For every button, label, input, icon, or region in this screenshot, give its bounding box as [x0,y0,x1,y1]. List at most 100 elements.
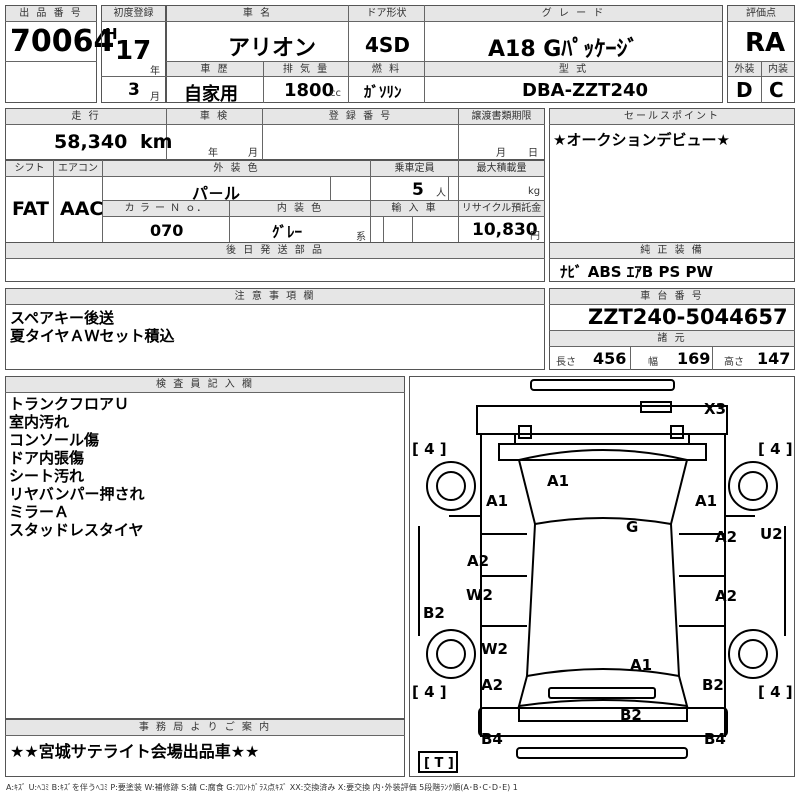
door-label: ドア形状 [349,6,424,21]
exterior-color: パ－ル [192,184,241,203]
model-label: 型 式 [425,62,722,77]
height: 147 [757,349,791,368]
tire-rear-left: [ 4 ] [412,683,447,701]
displacement-unit: cc [330,88,341,99]
score-label: 評価点 [728,6,794,21]
first-registration-box [101,5,166,103]
inspector-line: スタッドレスタイヤ [9,521,144,539]
width-label: 幅 [648,357,658,368]
mark-g-windshield: G [626,518,639,536]
load-label: 最大積載量 [459,161,544,176]
equipment-box [549,242,795,282]
fuel-label: 燃 料 [349,62,424,77]
inspection-month-unit: 月 [248,148,258,159]
office-message: ★★宮城サテライト会場出品車★★ [10,742,260,761]
transfer-month-unit: 月 [496,148,506,159]
history: 自家用 [184,84,238,105]
mileage-unit: km [140,131,173,153]
interior-color-label: 内 装 色 [230,201,370,216]
mileage: 58,340 [54,131,128,153]
mark-b2-right-rear: B2 [702,676,724,694]
inspection-label: 車 検 [167,109,262,124]
color-label: 外 装 色 [103,161,370,176]
recycle-label: リサイクル預託金 [459,201,544,216]
transfer-day-unit: 日 [528,148,538,159]
mark-a2-right-front-door: A2 [715,528,738,546]
interior-color: ｸﾞﾚｰ [272,223,303,241]
import-label: 輸 入 車 [371,201,458,216]
lot-number: 70064 [10,24,115,59]
first-registration-label: 初度登録 [102,6,165,21]
mileage-label: 走 行 [6,109,166,124]
color-number: 070 [150,221,184,240]
mark-a2-right-rear-door: A2 [715,587,738,605]
mark-a2-left-rear: A2 [481,676,504,694]
capacity-label: 乗車定員 [371,161,458,176]
interior-color-suffix: 系 [356,232,366,243]
office-box [5,719,405,777]
model: DBA-ZZT240 [522,80,649,101]
dimensions-label: 諸 元 [550,331,794,346]
equipment: ﾅﾋﾞ ABS ｴｱB PS PW [560,263,714,281]
car-diagram [418,379,786,773]
chassis-box [549,288,795,370]
mark-b2-trunk: B2 [620,706,642,724]
mark-b4-right-bumper: B4 [704,730,726,748]
equipment-label: 純 正 装 備 [550,243,794,258]
mark-a1-right-fender: A1 [695,492,718,510]
aircon: AAC [60,198,104,220]
inspection-year-unit: 年 [208,148,218,159]
mark-b2-left-side: B2 [423,604,445,622]
displacement-label: 排 気 量 [264,62,348,77]
notes-line: 夏タイヤＡＷセット積込 [10,327,175,345]
inspector-label: 検 査 員 記 入 欄 [6,377,404,392]
shift-label: シフト [6,161,53,176]
interior-grade: C [769,78,784,102]
chassis-label: 車 台 番 号 [550,289,794,304]
inspector-line: ドア内張傷 [9,449,85,467]
recycle-unit: 円 [530,231,540,242]
exterior-grade: D [736,78,753,102]
fuel: ｶﾞｿﾘﾝ [364,83,402,101]
notes-label: 注 意 事 項 欄 [6,289,544,304]
aircon-label: エアコン [54,161,102,176]
length-label: 長さ [556,357,576,368]
grade: A18 Gﾊﾟｯｹｰｼﾞ [488,37,639,62]
legend: A:ｷｽﾞ U:ﾍｺﾐ B:ｷｽﾞを伴うﾍｺﾐ P:要塗装 W:補修跡 S:錆 … [6,783,518,792]
registration-label: 登 録 番 号 [263,109,458,124]
tire-front-right: [ 4 ] [758,440,793,458]
height-label: 高さ [724,357,744,368]
mark-x3: X3 [704,400,727,418]
inspector-box [5,376,405,719]
vehicle-name: アリオン [228,36,317,61]
era: H [105,25,118,43]
mark-u2-right-side: U2 [760,525,783,543]
displacement: 1800 [284,80,335,101]
mark-w2-left-rear-door: W2 [466,586,493,604]
mileage-inspection-box [5,108,545,160]
month: 3 [128,80,140,100]
inspector-line: リヤバンパー押され [9,485,145,503]
recycle-fee: 10,830 [472,220,538,240]
mark-w2-left-quarter: W2 [481,640,508,658]
load-unit: kg [528,186,541,197]
inspector-line: トランクフロアＵ [9,395,130,413]
sales-point: ★オークションデビュー★ [553,131,730,149]
capacity-unit: 人 [436,188,446,199]
inspector-line: コンソール傷 [9,431,100,449]
length: 456 [593,349,627,368]
year-unit: 年 [150,66,160,77]
inspector-list: トランクフロアＵ 室内汚れ コンソール傷 ドア内張傷 シート汚れ リヤバンパー押… [9,395,144,539]
exterior-label: 外装 [728,62,761,77]
sales-point-label: セールスポイント [550,109,794,124]
mark-a1-roof: A1 [630,656,653,674]
tire-rear-right: [ 4 ] [758,683,793,701]
office-label: 事 務 局 よ り ご 案 内 [6,720,404,735]
width: 169 [677,349,711,368]
damage-diagram-box [409,376,795,777]
color-number-label: カ ラ ー Ｎ ｏ． [103,201,229,216]
notes-list: スペアキー後送 夏タイヤＡＷセット積込 [10,309,175,345]
capacity: 5 [412,180,424,200]
lot-number-box [5,5,97,103]
mark-a2-left-front-door: A2 [467,552,490,570]
